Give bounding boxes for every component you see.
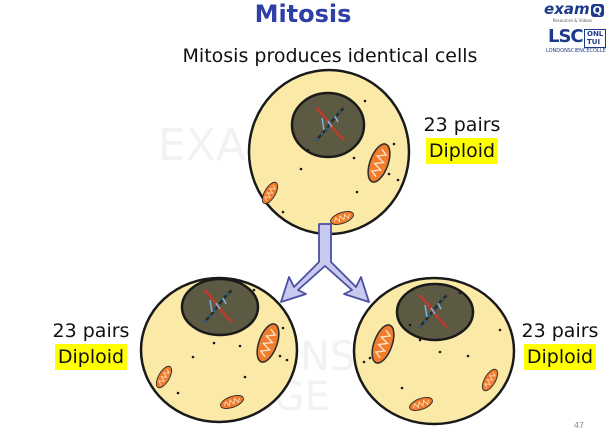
exam-logo-subtitle: Resources & Videos: [552, 18, 592, 23]
chromosome-count: 23 pairs: [52, 320, 130, 342]
page-title: Mitosis: [254, 0, 352, 28]
division-arrow: [280, 223, 370, 303]
parent-cell: [247, 68, 411, 236]
ploidy-tag: Diploid: [54, 344, 128, 370]
chromosome-count: 23 pairs: [423, 114, 501, 136]
daughter-cell-right: [352, 276, 516, 426]
daughter-right-label: 23 pairs Diploid: [518, 318, 602, 370]
ploidy-tag: Diploid: [425, 138, 499, 164]
ploidy-tag: Diploid: [523, 344, 597, 370]
chromosome-count: 23 pairs: [521, 320, 599, 342]
daughter-cell-left: [139, 276, 299, 424]
daughter-left-label: 23 pairs Diploid: [46, 318, 136, 370]
page-number: 47: [573, 421, 584, 430]
page-subtitle: Mitosis produces identical cells: [182, 45, 478, 67]
parent-cell-label: 23 pairs Diploid: [420, 112, 504, 164]
